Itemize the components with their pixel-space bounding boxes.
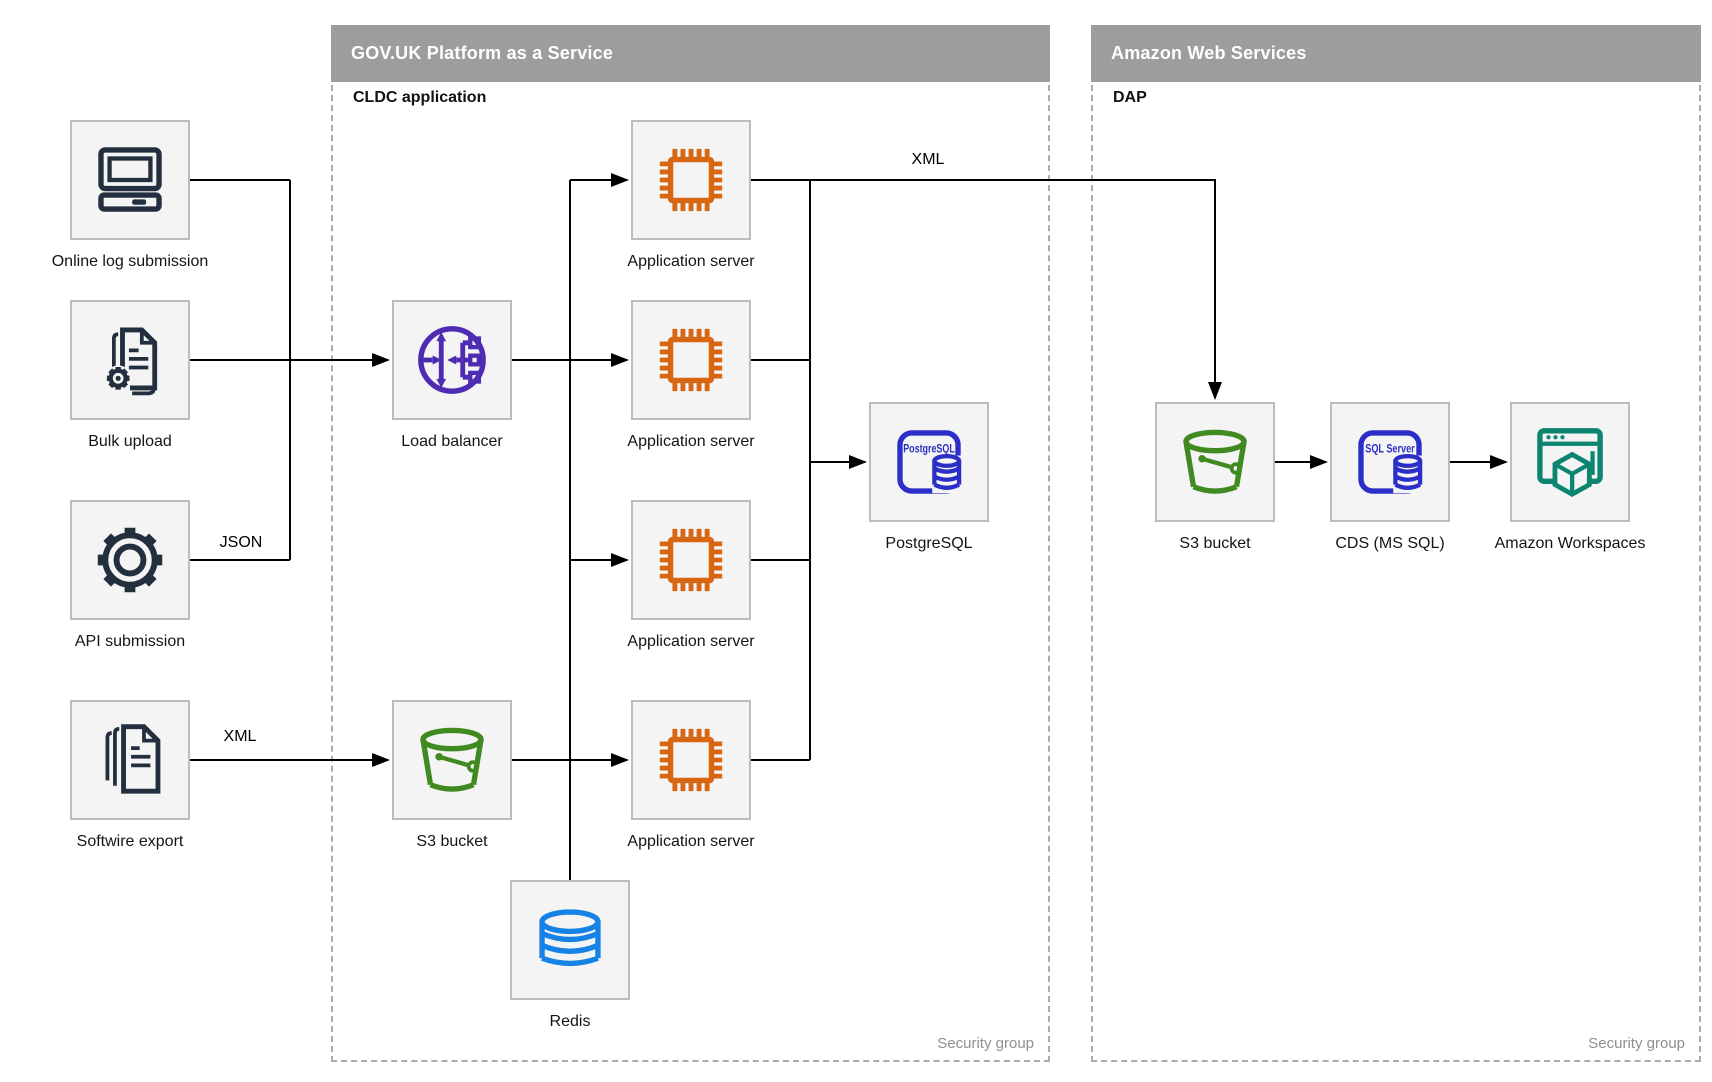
load-balancer-node: [392, 300, 512, 420]
redis-label: Redis: [549, 1013, 591, 1030]
amazon-workspaces-node: [1510, 402, 1630, 522]
postgresql-node: PostgreSQL: [869, 402, 989, 522]
stacked-documents-icon: [105, 724, 161, 794]
postgresql-icon: PostgreSQL: [897, 430, 964, 494]
postgresql-icon-text: PostgreSQL: [903, 441, 955, 455]
application-server-1-label: Application server: [627, 253, 755, 270]
chip-icon: [659, 728, 723, 792]
edge-label-json: JSON: [219, 534, 263, 551]
s3-bucket-paas-label: S3 bucket: [416, 833, 488, 850]
postgresql-label: PostgreSQL: [885, 535, 973, 552]
sql-server-icon-text: SQL Server: [1365, 441, 1415, 455]
application-server-1-node: [631, 120, 751, 240]
application-server-4-label: Application server: [627, 833, 755, 850]
edge-label-xml-softwire: XML: [223, 728, 257, 745]
load-balancer-icon: [418, 326, 486, 394]
paas-security-group-label: Security group: [937, 1035, 1034, 1052]
bulk-upload-node: [70, 300, 190, 420]
online-log-submission-label: Online log submission: [51, 253, 209, 270]
s3-bucket-aws-node: [1155, 402, 1275, 522]
s3-bucket-paas-node: [392, 700, 512, 820]
paas-title: GOV.UK Platform as a Service: [351, 43, 614, 63]
s3-bucket-icon: [420, 727, 484, 792]
application-server-3-label: Application server: [627, 633, 755, 650]
paas-sublabel: CLDC application: [353, 89, 487, 106]
application-server-4-node: [631, 700, 751, 820]
gear-icon: [97, 527, 163, 593]
chip-icon: [659, 328, 723, 392]
chip-icon: [659, 148, 723, 212]
aws-title: Amazon Web Services: [1111, 43, 1307, 63]
sql-server-icon: SQL Server: [1358, 430, 1425, 494]
paas-container: GOV.UK Platform as a Service CLDC applic…: [331, 25, 1050, 1062]
chip-icon: [659, 528, 723, 592]
cds-mssql-node: SQL Server: [1330, 402, 1450, 522]
document-gear-icon: [105, 327, 158, 396]
bulk-upload-label: Bulk upload: [88, 433, 172, 450]
s3-bucket-icon: [1183, 429, 1247, 494]
aws-security-group-label: Security group: [1588, 1035, 1685, 1052]
cds-mssql-label: CDS (MS SQL): [1335, 535, 1445, 552]
softwire-export-label: Softwire export: [76, 833, 184, 850]
application-server-2-node: [631, 300, 751, 420]
softwire-export-node: [70, 700, 190, 820]
application-server-3-node: [631, 500, 751, 620]
online-log-submission-node: [70, 120, 190, 240]
workspaces-icon: [1537, 428, 1603, 498]
api-submission-label: API submission: [74, 633, 186, 650]
s3-bucket-aws-label: S3 bucket: [1179, 535, 1251, 552]
paas-header-bar: GOV.UK Platform as a Service: [331, 25, 1050, 82]
edge-left-trunk: [190, 179, 291, 561]
aws-container: Amazon Web Services DAP Security group: [1091, 25, 1701, 1062]
redis-node: [510, 880, 630, 1000]
load-balancer-label: Load balancer: [401, 433, 503, 450]
api-submission-node: [70, 500, 190, 620]
amazon-workspaces-label: Amazon Workspaces: [1494, 535, 1646, 552]
edge-label-xml-aws: XML: [911, 151, 945, 168]
application-server-2-label: Application server: [627, 433, 755, 450]
aws-sublabel: DAP: [1113, 89, 1147, 106]
redis-database-icon: [539, 909, 601, 967]
computer-icon: [98, 147, 162, 212]
aws-header-bar: Amazon Web Services: [1091, 25, 1701, 82]
